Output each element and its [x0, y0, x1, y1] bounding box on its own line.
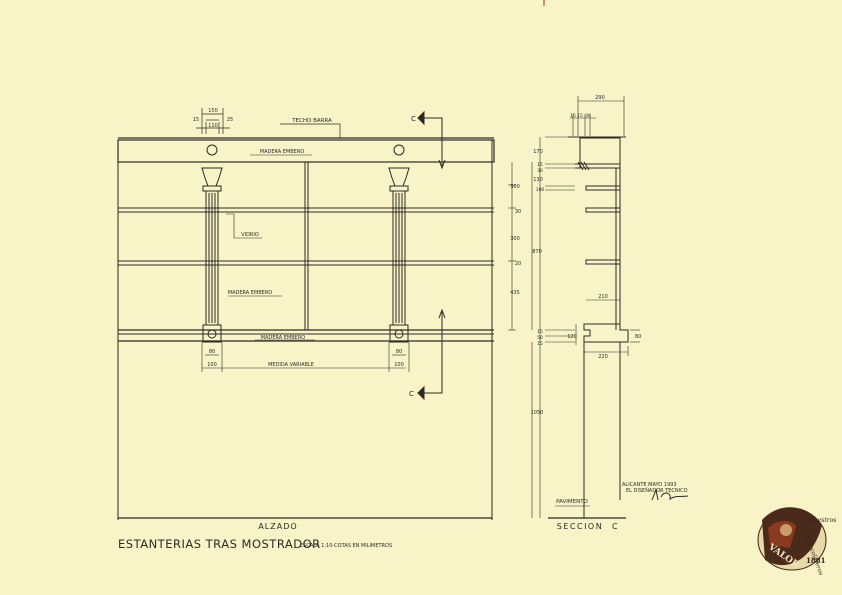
dim-210: 210	[598, 294, 608, 300]
logo-year: 1881	[806, 556, 826, 565]
dim-15-b: 15	[577, 113, 583, 119]
dim-30-s: 30	[585, 113, 591, 119]
dim-150: 150	[208, 108, 218, 114]
label-madera-top: MADERA EMBERO	[260, 149, 305, 155]
dim-50: 50	[537, 335, 543, 341]
dim-30-b: 30	[537, 168, 543, 174]
dim-15: 15	[193, 117, 199, 123]
label-seccion: SECCION	[557, 522, 603, 531]
dim-15-a: 15	[570, 113, 576, 119]
dim-100-right: 100	[394, 362, 404, 368]
label-madera-bottom: MADERA EMBERO	[261, 335, 306, 341]
right-column	[388, 144, 410, 343]
dim-15-e: 15	[537, 341, 543, 347]
section-view	[539, 136, 629, 519]
label-medida-variable: MEDIDA VARIABLE	[268, 362, 314, 368]
dim-80-s: 80	[635, 334, 641, 340]
dim-80-right: 80	[396, 349, 402, 355]
vertical-dimensions	[508, 162, 533, 518]
valor-logo: Maestros Chocolateros VALOR 1881	[757, 507, 836, 576]
label-seccion-cut: C	[612, 522, 618, 531]
drawing-scale: ESCALA 1:10-COTAS EN MILIMETROS	[300, 543, 392, 549]
logo-text-1: Maestros	[807, 517, 836, 524]
dim-20: 20	[515, 261, 521, 267]
dim-15-c: 15	[537, 162, 543, 168]
dim-30: 30	[515, 209, 521, 215]
post-dimensions	[196, 108, 230, 134]
dim-870: 870	[532, 249, 542, 255]
dim-80-left: 80	[209, 349, 215, 355]
label-designer: EL DISEÑADOR TECNICO	[626, 487, 688, 494]
label-pavimento: PAVIMENTO	[556, 499, 588, 505]
label-techo-barra: TECHO BARRA	[291, 118, 332, 124]
drawing-title: ESTANTERIAS TRAS MOSTRADOR	[118, 537, 321, 551]
dim-100-left: 100	[207, 362, 217, 368]
dim-300-a: 300	[510, 184, 520, 190]
label-date: ALICANTE MAYO 1993	[622, 482, 677, 488]
dim-120: 120	[567, 334, 577, 340]
dim-435: 435	[510, 290, 520, 296]
dim-220: 220	[598, 354, 608, 360]
label-madera-mid: MADERA EMBERO	[228, 290, 273, 296]
dim-290: 290	[595, 95, 605, 101]
cut-marker-top	[417, 110, 446, 170]
cut-marker-bottom	[417, 308, 446, 401]
elevation-view	[117, 137, 495, 520]
dim-130: 130	[533, 177, 543, 183]
dim-300-b: 300	[510, 236, 520, 242]
dim-170: 170	[533, 149, 543, 155]
dim-25: 25	[227, 117, 233, 123]
label-vidrio: VIDRIO	[241, 232, 259, 238]
bottom-dimensions	[201, 342, 410, 372]
cut-label-top: C	[411, 115, 416, 123]
dim-1050: 1050	[531, 410, 544, 416]
dim-15-d: 15	[537, 329, 543, 335]
dim-100: 100	[536, 187, 545, 193]
section-dimensions	[545, 96, 640, 356]
signature	[651, 488, 689, 501]
dim-110: 110	[208, 123, 218, 129]
label-alzado: ALZADO	[258, 522, 297, 531]
left-column	[201, 144, 223, 343]
cut-label-bottom: C	[409, 390, 414, 398]
